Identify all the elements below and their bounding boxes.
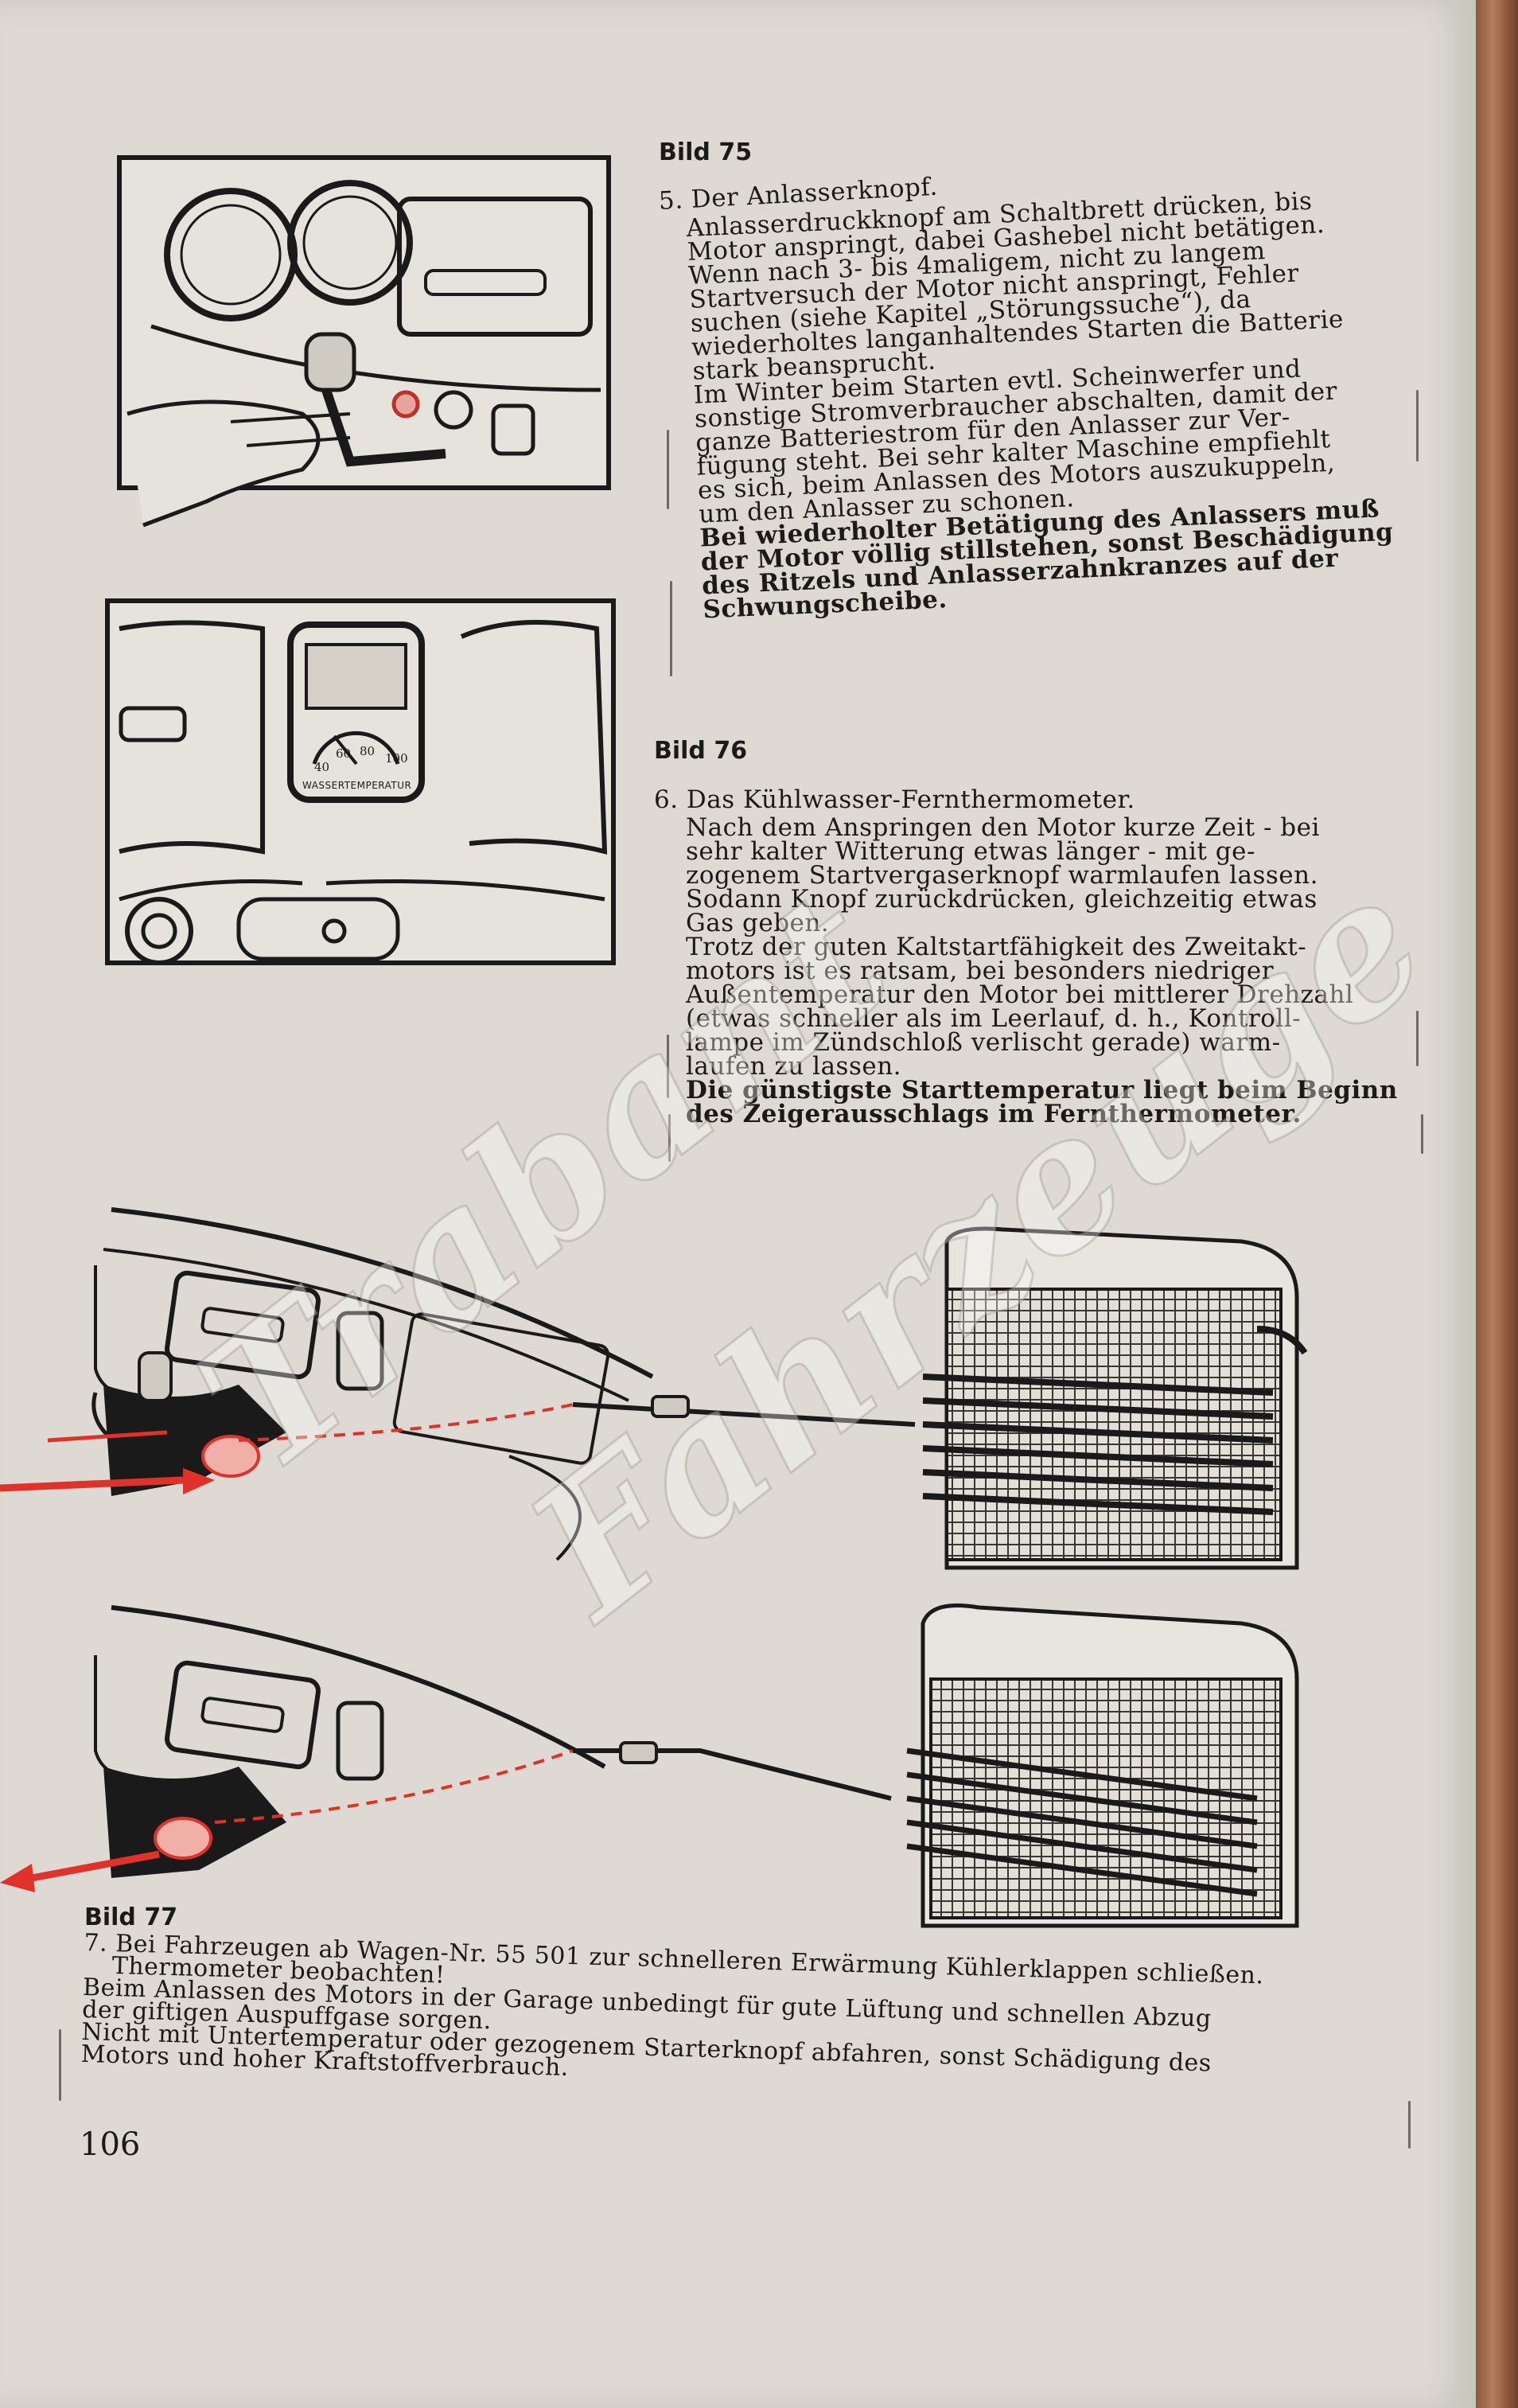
text-line: Außentemperatur den Motor bei mittlerer … [686,980,1354,1009]
caption-bild-77: Bild 77 [84,1903,178,1931]
margin-marker [1416,1011,1419,1066]
text-line: Sodann Knopf zurückdrücken, gleichzeitig… [686,885,1318,914]
caption-bild-76: Bild 76 [654,737,748,765]
gauge-tick-100: 100 [385,751,408,766]
gauge-tick-80: 80 [360,744,376,758]
text-line: sehr kalter Witterung etwas länger - mit… [686,837,1255,866]
text-line: des Zeigerausschlags im Fernthermometer. [686,1100,1302,1128]
text-line: motors ist es ratsam, bei besonders nied… [686,957,1275,985]
margin-marker [1416,390,1419,462]
gauge-tick-60: 60 [336,746,352,761]
margin-marker [1421,1114,1423,1154]
section-76-text: Nach dem Anspringen den Motor kurze Zeit… [686,813,1402,1128]
book-spine [1476,0,1518,2408]
step-6-title: 6. Das Kühlwasser-Fernthermometer. [654,785,1135,814]
margin-marker [670,581,672,676]
margin-marker [668,1114,671,1162]
figure-76-gauge-illustration [105,598,616,965]
margin-marker [59,2029,61,2101]
text-line: (etwas schneller als im Leerlauf, d. h.,… [686,1004,1302,1033]
gauge-label: WASSERTEMPERATUR [302,780,412,791]
text-line: Gas geben. [686,909,830,937]
section-75-text: Anlasserdruckknopf am Schaltbrett drücke… [686,185,1419,625]
margin-marker [1408,2101,1411,2149]
text-line: Nach dem Anspringen den Motor kurze Zeit… [686,813,1320,842]
text-line: laufen zu lassen. [686,1052,902,1081]
page-number: 106 [80,2126,141,2163]
text-line: Trotz der guten Kaltstartfähigkeit des Z… [686,933,1307,961]
text-line: lampe im Zündschloß verlischt gerade) wa… [686,1028,1281,1057]
section-76-paragraph-3: Die günstigste Starttemperatur liegt bei… [686,1076,1402,1128]
margin-marker [667,430,669,509]
gauge-tick-40: 40 [314,760,330,774]
section-76-paragraph-2: Trotz der guten Kaltstartfähigkeit des Z… [686,933,1402,1081]
figure-75-starter-illustration [117,155,611,528]
section-75-paragraph-1: Anlasserdruckknopf am Schaltbrett drücke… [686,185,1408,386]
section-76-paragraph-1: Nach dem Anspringen den Motor kurze Zeit… [686,813,1402,937]
text-line: Die günstigste Starttemperatur liegt bei… [686,1076,1398,1105]
text-line: zogenem Startvergaserknopf warmlaufen la… [686,861,1318,890]
caption-bild-75: Bild 75 [659,138,753,166]
figure-77-radiator-illustration [0,1207,1308,1928]
margin-marker [667,1035,669,1098]
